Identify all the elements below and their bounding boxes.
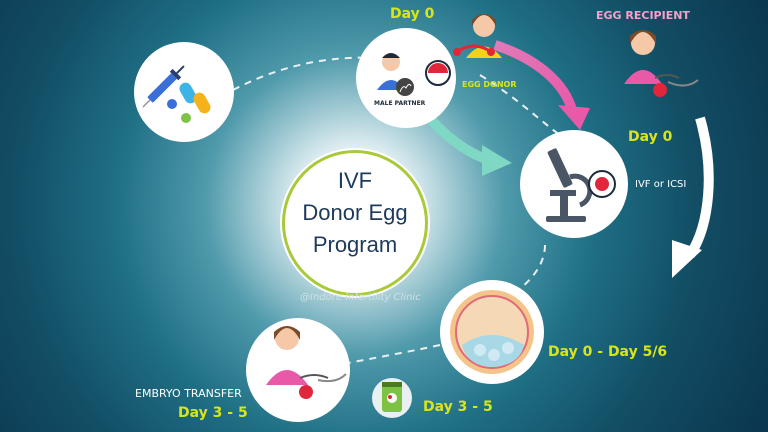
embryo-cells-icon — [450, 290, 534, 374]
center-circle — [282, 150, 428, 296]
center-title-line2: Donor Egg — [302, 200, 408, 225]
donor-to-ivf-arrowhead — [558, 105, 590, 130]
center-title-line3: Program — [312, 232, 398, 257]
pills-icon — [167, 82, 211, 123]
egg-recipient-label: EGG RECIPIENT — [596, 9, 690, 22]
syringe-icon — [142, 65, 185, 108]
male-partner-label: MALE PARTNER — [374, 100, 426, 107]
watermark: @Indore Infertility Clinic — [300, 292, 421, 303]
partner-to-ivf-arrowhead — [482, 145, 512, 176]
ovary-icon — [453, 44, 495, 56]
cycle-dashed-path — [192, 56, 561, 371]
embryo-transfer-label: EMBRYO TRANSFER — [135, 387, 242, 400]
center-title-line1: IVF — [337, 168, 373, 193]
embryo-transfer-icon — [266, 326, 347, 399]
recipient-to-culture-arrow — [685, 116, 714, 258]
egg-recipient-icon — [624, 30, 699, 97]
day-transfer-label: Day 3 - 5 — [178, 405, 248, 421]
egg-cell-icon — [588, 170, 616, 198]
day-recipient-label: Day 0 — [628, 129, 673, 145]
ivf-label: IVF or ICSI — [635, 179, 687, 190]
egg-cell-small-icon — [425, 60, 451, 86]
donor-to-ivf-arrow — [493, 40, 577, 112]
day-pill-label: Day 3 - 5 — [423, 399, 493, 415]
recipient-to-culture-arrowhead — [672, 240, 702, 278]
day-top-label: Day 0 — [390, 6, 435, 22]
day-culture-label: Day 0 - Day 5/6 — [548, 344, 668, 360]
sperm-icon — [396, 78, 414, 96]
egg-donor-label: EGG DONOR — [462, 80, 517, 89]
pill-bottle-icon — [372, 378, 412, 418]
